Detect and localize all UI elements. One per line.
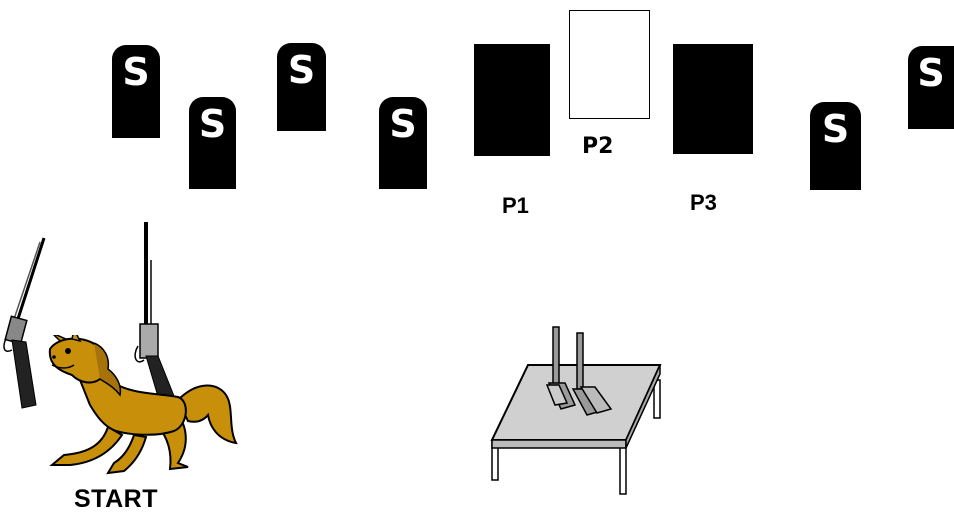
steel-target-6: S <box>908 46 954 129</box>
steel-target-label: S <box>122 50 150 94</box>
p1-label: P1 <box>502 193 529 218</box>
horse-icon <box>48 335 238 475</box>
steel-target-2: S <box>189 97 236 189</box>
steel-target-label: S <box>389 102 417 146</box>
steel-target-3: S <box>277 43 326 131</box>
steel-target-1: S <box>112 45 160 138</box>
p3-label: P3 <box>690 190 717 215</box>
start-label: START <box>74 485 158 513</box>
table-icon <box>490 364 662 495</box>
steel-target-4: S <box>379 97 427 189</box>
steel-target-label: S <box>821 107 850 151</box>
pistols-icon <box>545 326 613 416</box>
paper-target-p2 <box>569 10 650 119</box>
paper-target-p1 <box>474 44 550 156</box>
p2-label: P2 <box>582 134 614 159</box>
steel-target-label: S <box>287 48 316 92</box>
rifle-left-icon <box>3 237 46 409</box>
steel-target-label: S <box>198 102 227 146</box>
paper-target-p3 <box>673 44 753 154</box>
steel-target-5: S <box>810 102 861 190</box>
steel-target-label: S <box>917 51 945 95</box>
